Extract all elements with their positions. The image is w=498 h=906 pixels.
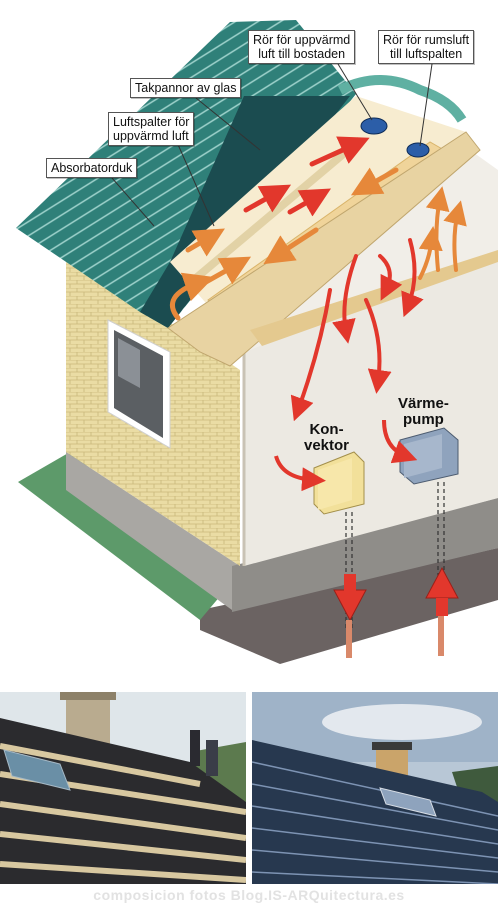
callout-warm-air-pipe: Rör för uppvärmd luft till bostaden [248,30,356,64]
photo-caption-watermark: composicion fotos Blog.IS-ARQuitectura.e… [93,887,405,903]
outflow-arrow-down [333,574,367,658]
photo-roof-construction [0,692,246,884]
convector-inlet-arrow [274,455,326,492]
callout-absorber-cloth: Absorbatorduk [46,158,138,178]
callout-room-air-pipe: Rör för rumsluft till luftspalten [378,30,475,64]
attic-air-flow-arrows [290,186,467,422]
warm-air-pipe-opening [360,117,388,135]
grass-strip [18,452,232,620]
photo-finished-glass-roof [252,692,498,884]
convector-unit [313,451,365,515]
heat-pump-inlet-arrow [382,419,418,464]
inflow-arrow-up [425,566,459,656]
room-air-pipe-opening [406,142,430,158]
callout-glass-roof-tiles: Takpannor av glas [130,78,242,98]
heat-pump-label: Värme- pump [398,395,449,428]
callout-air-gaps: Luftspalter för uppvärmd luft [108,112,195,146]
roof-air-flow-arrows [170,136,399,321]
solar-air-roof-diagram: Rör för uppvärmd luft till bostaden Rör … [16,20,498,664]
house-cutaway-illustration [16,20,498,664]
convector-label: Kon- vektor [304,421,350,454]
window [107,319,171,449]
